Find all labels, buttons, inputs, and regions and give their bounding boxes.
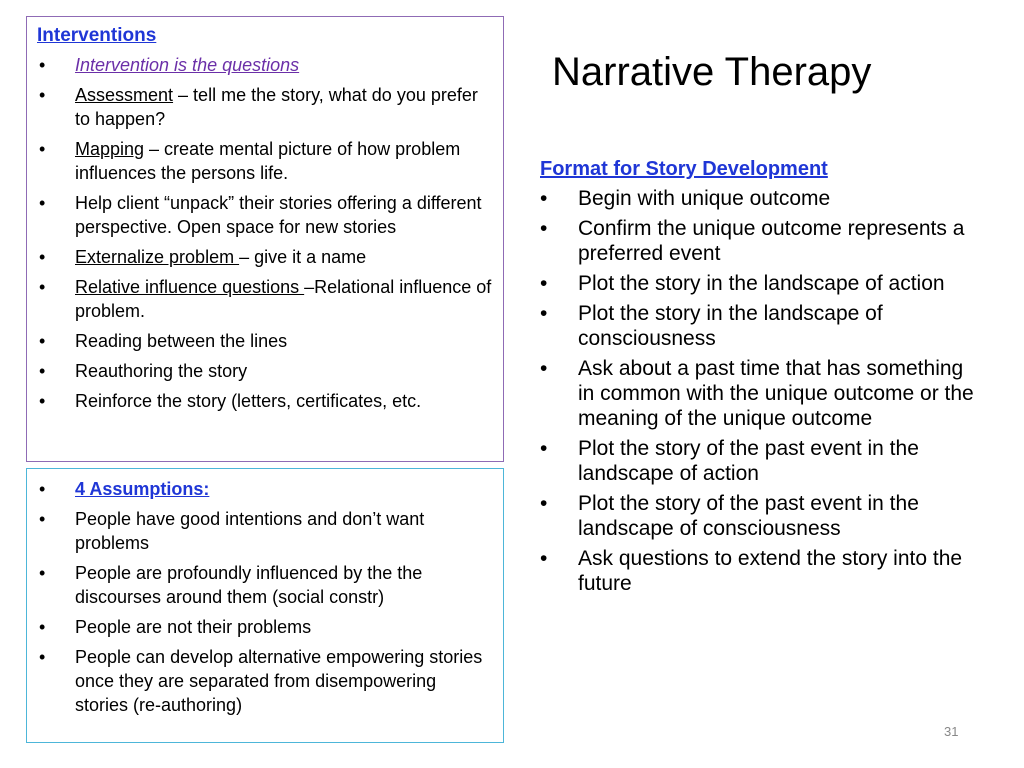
list-item-text: Help client “unpack” their stories offer… [75,193,482,237]
list-item-text: Confirm the unique outcome represents a … [578,217,965,265]
list-item-text: –Relational influence of problem. [75,277,492,321]
list-item-text: Plot the story in the landscape of consc… [578,302,883,350]
list-item: • People are profoundly influenced by th… [37,561,493,609]
bullet-glyph: • [39,479,46,499]
bullet-glyph: • [39,193,46,213]
bullet-glyph: • [39,391,46,411]
list-item-lead: Relative influence questions [75,277,305,297]
list-item: • People can develop alternative empower… [37,645,493,717]
list-item-text: People are not their problems [75,617,312,637]
list-item: • Plot the story of the past event in the… [540,436,980,486]
format-heading: Format for Story Development [540,158,828,180]
list-item: • Reauthoring the story [37,359,493,383]
list-item-text: Ask questions to extend the story into t… [578,547,963,595]
list-item-text: Reinforce the story (letters, certificat… [75,391,422,411]
page-number: 31 [944,724,959,739]
list-item-text: Plot the story in the landscape of actio… [578,272,945,295]
list-item-text: – give it a name [239,247,367,267]
bullet-glyph: • [39,361,46,381]
bullet-glyph: • [540,437,548,460]
list-item-text: – tell me the story, what do you prefer … [75,85,478,129]
list-item: • Help client “unpack” their stories off… [37,191,493,239]
list-item-text: Reauthoring the story [75,361,248,381]
bullet-glyph: • [39,563,46,583]
list-item: • Ask about a past time that has somethin… [540,356,980,431]
list-item: • Plot the story in the landscape of acti… [540,271,980,296]
bullet-glyph: • [540,217,548,240]
bullet-glyph: • [540,302,548,325]
bullet-glyph: • [39,85,46,105]
list-item: • Relative influence questions –Relation… [37,275,493,323]
list-item-text: People can develop alternative empowerin… [75,647,483,715]
bullet-glyph: • [540,357,548,380]
bullet-glyph: • [540,272,548,295]
bullet-glyph: • [39,617,46,637]
slide-title: Narrative Therapy [552,50,872,94]
assumptions-list: • 4 Assumptions: • People have good inte… [37,477,493,717]
bullet-glyph: • [540,547,548,570]
bullet-glyph: • [39,331,46,351]
assumptions-box: • 4 Assumptions: • People have good inte… [26,468,504,743]
interventions-box: Interventions • Intervention is the ques… [26,16,504,462]
interventions-list: • Intervention is the questions • Assess… [37,53,493,413]
bullet-glyph: • [39,509,46,529]
bullet-glyph: • [39,55,46,75]
bullet-glyph: • [39,277,46,297]
list-item-text: Plot the story of the past event in the … [578,437,919,485]
list-item: • People have good intentions and don’t … [37,507,493,555]
list-item: • Reinforce the story (letters, certific… [37,389,493,413]
list-item-text: – create mental picture of how problem i… [75,139,461,183]
list-item-text: People have good intentions and don’t wa… [75,509,425,553]
format-list: • Begin with unique outcome • Confirm the … [540,186,980,596]
list-item: • Mapping – create mental picture of how… [37,137,493,185]
list-item: • People are not their problems [37,615,493,639]
assumptions-heading-item: • 4 Assumptions: [37,477,493,501]
list-item-text: People are profoundly influenced by the … [75,563,423,607]
list-item-text: Plot the story of the past event in the … [578,492,919,540]
list-item-lead: Intervention is the questions [75,55,300,75]
bullet-glyph: • [540,187,548,210]
list-item: • Ask questions to extend the story into … [540,546,980,596]
list-item-text: Ask about a past time that has something… [578,357,974,430]
list-item: • Begin with unique outcome [540,186,980,211]
format-block: Format for Story Development • Begin with… [540,156,980,601]
interventions-heading: Interventions [37,25,157,46]
bullet-glyph: • [39,139,46,159]
list-item-lead: Mapping [75,139,145,159]
bullet-glyph: • [540,492,548,515]
list-item: • Plot the story in the landscape of cons… [540,301,980,351]
list-item: • Confirm the unique outcome represents a… [540,216,980,266]
list-item-lead: Externalize problem [75,247,240,267]
list-item-text: Reading between the lines [75,331,288,351]
bullet-glyph: • [39,647,46,667]
list-item: • Reading between the lines [37,329,493,353]
list-item: • Plot the story of the past event in the… [540,491,980,541]
list-item: • Intervention is the questions [37,53,493,77]
list-item: • Externalize problem – give it a name [37,245,493,269]
assumptions-heading: 4 Assumptions: [75,479,210,499]
list-item-lead: Assessment [75,85,174,105]
list-item-text: Begin with unique outcome [578,187,831,210]
list-item: • Assessment – tell me the story, what d… [37,83,493,131]
bullet-glyph: • [39,247,46,267]
